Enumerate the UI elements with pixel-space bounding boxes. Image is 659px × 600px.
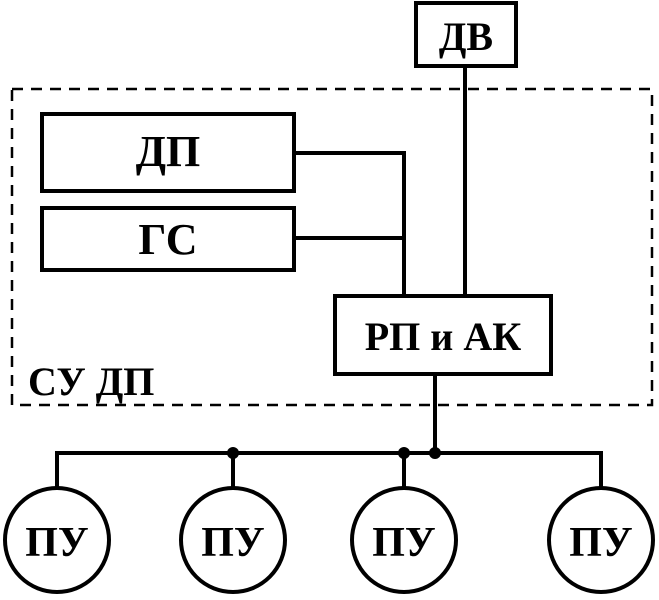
pu-terminal-3: [350, 486, 458, 594]
dv-label: ДВ: [439, 14, 493, 59]
rp-ak-block: [333, 294, 553, 376]
bus-line: [55, 451, 603, 492]
pu-terminal-4: [547, 486, 655, 594]
su-dp-label: СУ ДП: [28, 359, 154, 404]
junction-dot: [227, 447, 239, 459]
pu-terminal-2: [179, 486, 287, 594]
pu-label: ПУ: [25, 520, 89, 566]
rp-ak-label: РП и АК: [365, 314, 521, 359]
pu-label: ПУ: [372, 520, 436, 566]
gs-label: ГС: [138, 215, 197, 264]
dp-block: [40, 112, 296, 193]
dv-block: [414, 1, 518, 68]
wire-dp-to-rp: [294, 151, 406, 298]
pu-label: ПУ: [569, 520, 633, 566]
pu-label: ПУ: [201, 520, 265, 566]
su-dp-boundary: [10, 87, 654, 407]
junction-dot: [429, 447, 441, 459]
dp-label: ДП: [136, 127, 201, 176]
junction-dot: [398, 447, 410, 459]
gs-block: [40, 206, 296, 272]
pu-terminal-1: [3, 486, 111, 594]
